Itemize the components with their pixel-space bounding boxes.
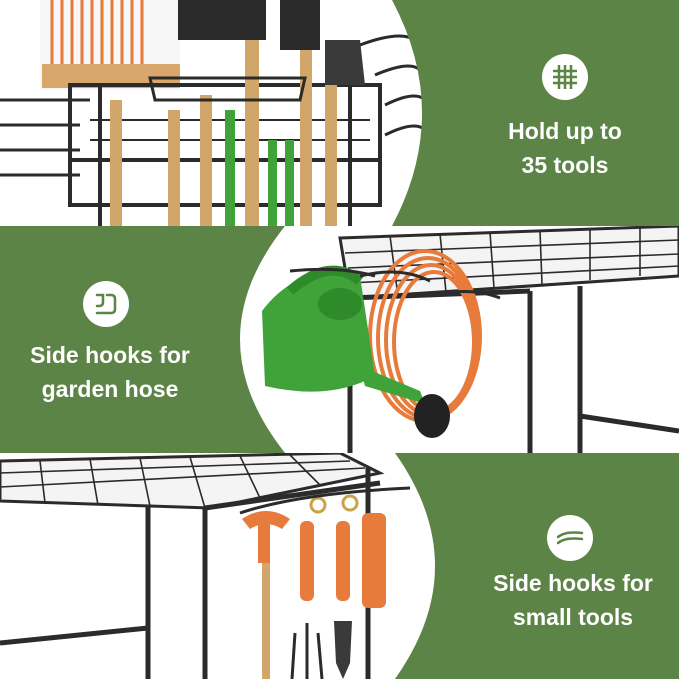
caption-line-1: Side hooks for: [493, 570, 653, 596]
grid-icon: [542, 54, 588, 100]
feature-panel-hose-hooks: Side hooks for garden hose: [0, 226, 679, 453]
feature-panel-small-tool-hooks: Side hooks for small tools: [0, 453, 679, 679]
caption-line-2: garden hose: [41, 376, 179, 402]
hook-icon: [83, 281, 129, 327]
caption-line-1: Hold up to: [508, 118, 622, 144]
caption-line-2: 35 tools: [521, 152, 609, 178]
caption-line-2: small tools: [512, 604, 634, 630]
small-hook-icon: [547, 515, 593, 561]
feature-caption: Side hooks for small tools: [478, 566, 668, 634]
hose-hooks-photo: [240, 226, 679, 453]
caption-line-1: Side hooks for: [30, 342, 190, 368]
feature-caption: Side hooks for garden hose: [10, 338, 210, 406]
tool-rack-photo: [0, 0, 422, 226]
feature-panel-tool-capacity: Hold up to 35 tools: [0, 0, 679, 226]
small-tools-photo: [0, 453, 435, 679]
feature-caption: Hold up to 35 tools: [480, 114, 650, 182]
